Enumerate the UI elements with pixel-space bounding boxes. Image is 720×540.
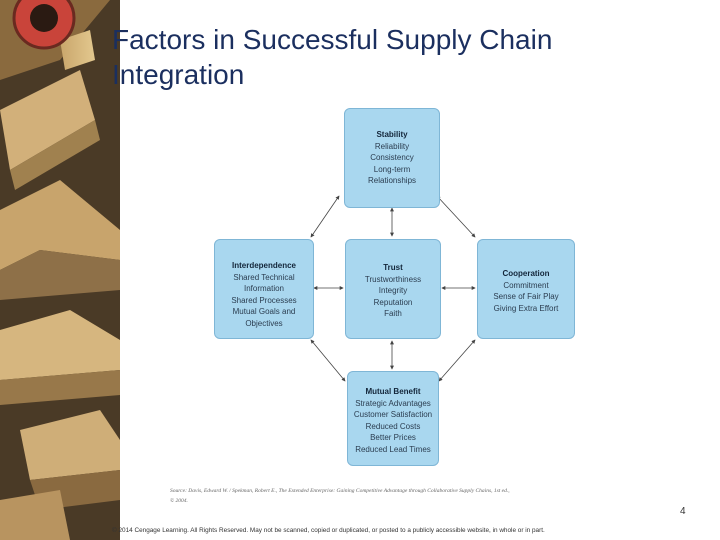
trust-box: Trust Trustworthiness Integrity Reputati…	[345, 239, 441, 339]
stability-cooperation-arrow	[436, 195, 476, 238]
cooperation-item: Commitment	[503, 280, 549, 290]
cooperation-heading: Cooperation	[502, 269, 550, 278]
trust-item: Trustworthiness	[364, 274, 422, 284]
trust-item: Integrity	[378, 286, 408, 295]
mutual-benefit-item: Reduced Costs	[365, 421, 421, 431]
interdependence-heading: Interdependence	[231, 261, 296, 270]
supply-chain-diagram: Stability Reliability Consistency Long-t…	[170, 104, 602, 476]
source-citation: Source: Davis, Edward W. / Spekman, Robe…	[170, 486, 630, 506]
cooperation-item: Sense of Fair Play	[493, 292, 559, 301]
cooperation-mutual-benefit-arrow	[438, 339, 476, 382]
stability-item: Relationships	[367, 176, 417, 185]
interdependence-item: Information	[243, 284, 285, 293]
interdependence-item: Shared Technical	[233, 272, 295, 282]
stability-item: Reliability	[374, 141, 410, 151]
mutual-benefit-box: Mutual Benefit Strategic Advantages Cust…	[347, 371, 439, 466]
stability-item: Consistency	[370, 153, 414, 162]
interdependence-item: Shared Processes	[231, 295, 297, 305]
stability-item: Long-term	[373, 164, 411, 174]
cooperation-item: Giving Extra Effort	[493, 303, 559, 313]
stability-box: Stability Reliability Consistency Long-t…	[344, 108, 440, 208]
trust-item: Faith	[384, 309, 402, 318]
mutual-benefit-item: Better Prices	[370, 433, 416, 442]
trust-heading: Trust	[383, 263, 403, 272]
interdependence-item: Mutual Goals and	[232, 307, 296, 316]
copyright-notice: © 2014 Cengage Learning. All Rights Rese…	[112, 527, 545, 534]
slide-title: Factors in Successful Supply Chain Integ…	[112, 24, 553, 90]
stability-interdependence-arrow	[310, 195, 340, 238]
maze-decoration	[0, 0, 120, 540]
diagram-connectors	[310, 195, 476, 382]
maze-image	[0, 0, 120, 540]
cooperation-box: Cooperation Commitment Sense of Fair Pla…	[477, 239, 575, 339]
trust-item: Reputation	[373, 297, 413, 307]
mutual-benefit-item: Strategic Advantages	[355, 398, 431, 408]
source-line: Source: Davis, Edward W. / Spekman, Robe…	[170, 488, 510, 494]
interdependence-mutual-benefit-arrow	[310, 339, 346, 382]
mutual-benefit-item: Reduced Lead Times	[355, 444, 431, 454]
source-line: © 2004.	[170, 498, 188, 504]
interdependence-box: Interdependence Shared Technical Informa…	[214, 239, 314, 339]
mutual-benefit-heading: Mutual Benefit	[365, 387, 421, 396]
interdependence-item: Objectives	[245, 318, 283, 328]
mutual-benefit-item: Customer Satisfaction	[353, 410, 433, 419]
stability-heading: Stability	[376, 130, 408, 139]
page-number: 4	[680, 506, 686, 517]
